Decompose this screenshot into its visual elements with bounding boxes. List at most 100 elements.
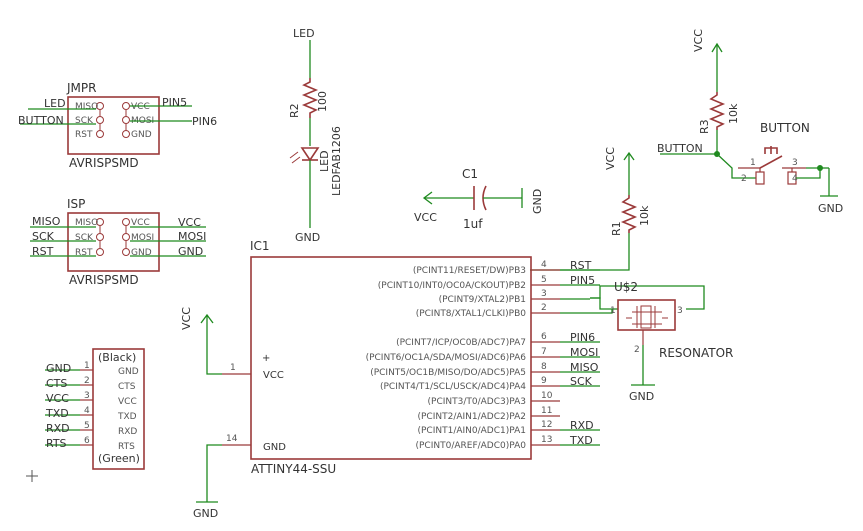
jmpr-pin-label: RST [75,130,93,140]
net-label: BUTTON [657,142,703,155]
wire [796,167,821,179]
net-label: RXD [570,419,594,432]
resonator-crystal [640,305,652,329]
net-label: VCC [414,211,437,224]
capacitor-c1[interactable]: C1 VCC 1uf GND [414,167,544,231]
switch-pin: 2 [741,174,747,184]
net-label: VCC [692,29,705,52]
net-label: SCK [570,375,593,388]
net-label: MISO [32,215,61,228]
wire [206,444,222,502]
pin-number: 3 [84,391,90,401]
ic-pin-label: (PCINT0/AREF/ADC0)PA0 [415,441,526,451]
ftdi-pin-label: RTS [118,442,135,452]
pin-number: 10 [541,391,553,401]
isp-name: ISP [67,197,85,211]
wire [206,315,222,375]
net-label: TXD [45,407,69,420]
isp-pin-label: SCK [75,233,94,243]
pin-number: 8 [541,362,547,372]
jmpr-pin-label: GND [131,130,152,140]
net-label: PIN6 [570,331,595,344]
resonator-pin: 2 [634,345,640,355]
jmpr-value: AVRISPSMD [69,156,139,170]
jmpr-body [67,96,160,155]
net-label: GND [531,189,544,214]
net-label: MOSI [570,346,598,359]
ic-pin-gnd: GND [263,442,286,453]
reset-pullup[interactable]: VCC R1 10k [530,147,651,271]
jmpr-pin-label: MISO [75,102,98,112]
ic-pin-label: (PCINT1/AIN0/ADC1)PA1 [417,426,526,436]
resistor-r3 [708,92,726,130]
ic-pin-label: (PCINT10/INT0/OC0A/CKOUT)PB2 [378,281,526,291]
net-label: MOSI [178,230,206,243]
net-label: TXD [569,434,593,447]
isp-header[interactable]: ISP MISO SCK RST VCC MOSI GND MISO SCK R… [30,197,206,287]
net-label: GND [46,362,71,375]
ic-body [250,256,532,460]
isp-pin-label: MISO [75,218,98,228]
ic-pin-label: (PCINT4/T1/SCL/USCK/ADC4)PA4 [380,382,526,392]
jmpr-pin-label: VCC [131,102,150,112]
jmpr-header[interactable]: JMPR MISO SCK RST VCC MOSI GND LED BUTTO… [18,81,217,170]
switch-pin: 4 [792,174,798,184]
resonator-pin: 1 [610,306,616,316]
resonator-u2[interactable]: U$2 1 2 3 RESONATOR GND [610,280,733,403]
pin-number: 2 [541,303,547,313]
isp-pin-label: VCC [131,218,150,228]
net-label: RST [32,245,54,258]
jmpr-pin-label: SCK [75,116,94,126]
ic-pin-label: (PCINT3/T0/ADC3)PA3 [428,397,526,407]
ftdi-pin-label: RXD [118,427,137,437]
net-label: PIN6 [192,115,217,128]
wire [716,153,756,179]
ic-pin-label: (PCINT2/AIN1/ADC2)PA2 [417,412,526,422]
net-label: VCC [604,147,617,170]
led-branch[interactable]: LED R2 100 LED LEDFAB1206 GND [288,27,343,244]
ic-plus: + [262,353,270,364]
resistor-value: 100 [316,91,329,112]
net-label: BUTTON [18,114,64,127]
isp-pin-label: MOSI [131,233,154,243]
ic-value: ATTINY44-SSU [251,462,336,476]
led-name: LED [318,150,331,172]
net-label: GND [629,390,654,403]
net-label: GND [178,245,203,258]
pin-number: 7 [541,347,547,357]
origin-marker [26,470,38,482]
net-label: LED [293,27,315,40]
net-label: PIN5 [162,96,187,109]
pin-number: 1 [230,363,236,373]
resistor-name: R2 [288,103,301,118]
resistor-name: R1 [610,221,623,236]
jmpr-pads [96,102,130,138]
wire [590,309,613,314]
pin-number: 6 [84,436,90,446]
ftdi-top-label: (Black) [98,351,136,364]
ic-pin-label: (PCINT6/OC1A/SDA/MOSI/ADC6)PA6 [366,353,527,363]
ftdi-pin-label: VCC [118,397,137,407]
pin-number: 5 [541,275,547,285]
pin-number: 5 [84,421,90,431]
ic-name: IC1 [250,239,270,253]
net-label: PIN5 [570,274,595,287]
ic-pin-label: (PCINT5/OC1B/MISO/DO/ADC5)PA5 [370,368,526,378]
button-branch[interactable]: VCC R3 10k BUTTON BUTTON 1 2 3 4 [657,29,843,215]
net-label: LED [44,97,66,110]
resistor-r1 [620,195,638,233]
pin-number: 4 [84,406,90,416]
net-label: CTS [46,377,67,390]
resistor-value: 10k [727,103,740,124]
ic1-attiny44[interactable]: IC1 + VCC GND 1 14 ATTINY44-SSU VCC GND … [180,239,600,520]
switch-pin: 3 [792,158,798,168]
wire [590,285,705,310]
net-label: GND [193,507,218,520]
pin-number: 13 [541,435,552,445]
pin-number: 6 [541,332,547,342]
ic-pin-label: (PCINT11/RESET/DW)PB3 [413,266,526,276]
net-label: VCC [46,392,69,405]
